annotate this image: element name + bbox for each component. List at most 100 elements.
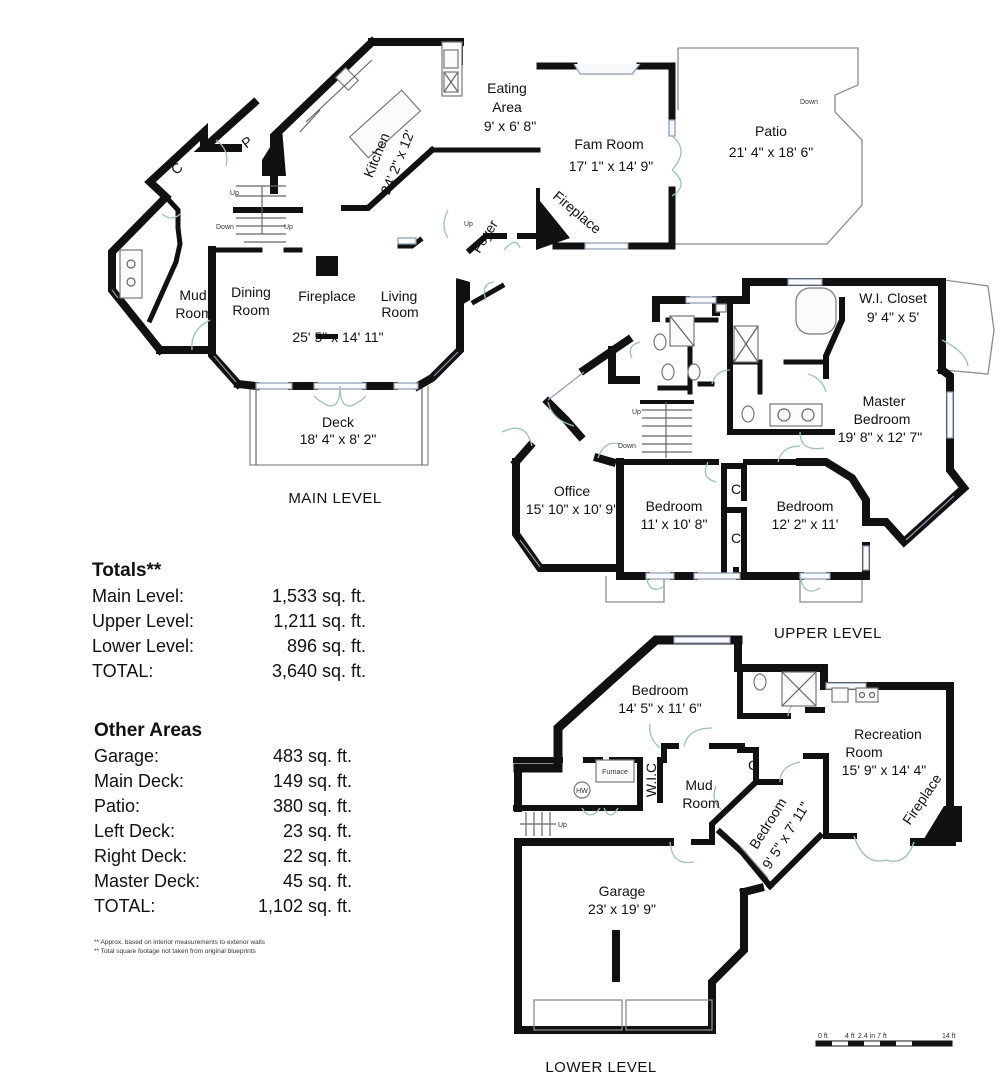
bedroom-2-label: Bedroom xyxy=(777,498,834,514)
scale-tick-3: 14 ft xyxy=(942,1033,956,1040)
other-areas-value: 22 sq. ft. xyxy=(282,846,352,866)
wic-label: W.I.C xyxy=(643,763,659,797)
lower-level-title: LOWER LEVEL xyxy=(545,1059,656,1076)
lower-mud-room-label: Mud xyxy=(685,777,712,793)
furnace-label: Furnace xyxy=(602,769,628,776)
great-room-size: 25' 5" x 14' 11" xyxy=(292,329,383,345)
totals-label: TOTAL: xyxy=(92,661,154,681)
other-areas-label: Patio: xyxy=(94,796,141,816)
totals-value: 896 sq. ft. xyxy=(286,636,366,656)
other-areas-value: 380 sq. ft. xyxy=(272,796,352,816)
foyer-up-label: Up xyxy=(464,221,473,228)
totals-row: Main Level: 1,533 sq. ft. xyxy=(92,586,366,611)
wi-closet-label: W.I. Closet xyxy=(859,290,927,306)
patio-label: Patio xyxy=(755,123,787,139)
totals-table: Totals** Main Level: 1,533 sq. ft. Upper L… xyxy=(92,560,366,686)
other-areas-label: Main Deck: xyxy=(94,771,185,791)
other-areas-heading: Other Areas xyxy=(94,720,203,741)
footnote-2: ** Total square footage not taken from o… xyxy=(94,948,256,955)
other-areas-label: Garage: xyxy=(94,746,160,766)
totals-heading: Totals** xyxy=(92,560,162,581)
upper-stairs xyxy=(642,402,692,458)
recreation-room-size: 15' 9" x 14' 4" xyxy=(842,762,927,778)
totals-row: Lower Level: 896 sq. ft. xyxy=(92,636,366,661)
entry-post xyxy=(456,278,470,306)
bedroom-1-label: Bedroom xyxy=(646,498,703,514)
fam-room-size: 17' 1" x 14' 9" xyxy=(569,158,654,174)
lower-fireplace-block xyxy=(922,806,962,842)
other-areas-value: 23 sq. ft. xyxy=(282,821,352,841)
garage-size: 23' x 19' 9" xyxy=(588,901,656,917)
upper-level-title: UPPER LEVEL xyxy=(774,625,882,642)
master-bedroom-label: Master xyxy=(863,393,906,409)
master-bedroom-label-2: Bedroom xyxy=(854,411,911,427)
office-label: Office xyxy=(554,483,591,499)
main-level-title: MAIN LEVEL xyxy=(288,490,381,507)
dining-room-label: Dining xyxy=(231,284,271,300)
main-fireplace xyxy=(316,256,338,276)
stair-up-label: Up xyxy=(230,190,239,197)
patio-outline xyxy=(672,47,863,245)
other-areas-row: Main Deck:149 sq. ft. xyxy=(94,771,352,796)
other-areas-row: TOTAL: 1,102 sq. ft. xyxy=(94,896,352,921)
scale-tick-0: 0 ft xyxy=(818,1033,828,1040)
other-areas-row: Master Deck: 45 sq. ft. xyxy=(94,871,352,896)
totals-value: 1,211 sq. ft. xyxy=(273,611,366,631)
totals-label: Lower Level: xyxy=(92,636,195,656)
deck-outline xyxy=(249,386,429,466)
other-areas-label: Master Deck: xyxy=(94,871,201,891)
deck-label: Deck xyxy=(322,414,355,430)
patio-size: 21' 4" x 18' 6" xyxy=(729,144,814,160)
kitchen-fixtures xyxy=(119,41,463,299)
mud-room-label-2: Room xyxy=(175,305,212,321)
bedroom-2-size: 12' 2" x 11' xyxy=(772,516,839,532)
lower-bedroom-label: Bedroom xyxy=(632,682,689,698)
other-areas-row: Patio: 380 sq. ft. xyxy=(94,796,352,821)
other-areas-label: Right Deck: xyxy=(94,846,188,866)
eating-area-label: Eating xyxy=(487,80,527,96)
other-areas-value: 1,102 sq. ft. xyxy=(257,896,352,916)
main-level-plan: Eating Area 9' x 6' 8" Fam Room 17' 1" x… xyxy=(108,36,863,507)
main-stairs xyxy=(236,185,286,243)
scale-tick-2: 2.4 in 7 ft xyxy=(858,1033,887,1040)
upper-exterior-wall xyxy=(742,278,946,374)
other-areas-table: Other Areas Garage:483 sq. ft.Main Deck:… xyxy=(94,720,352,921)
other-areas-row: Garage:483 sq. ft. xyxy=(94,746,352,771)
master-bedroom-size: 19' 8" x 12' 7" xyxy=(838,429,923,445)
upper-closet-2-label: C xyxy=(731,530,741,546)
stair-down-label: Down xyxy=(216,224,234,231)
lower-fixtures xyxy=(573,671,879,799)
deck-size: 18' 4" x 8' 2" xyxy=(300,431,377,447)
totals-label: Upper Level: xyxy=(92,611,195,631)
other-areas-value: 45 sq. ft. xyxy=(282,871,352,891)
office-size: 15' 10" x 10' 9" xyxy=(526,501,618,517)
totals-value: 3,640 sq. ft. xyxy=(271,661,366,681)
totals-row: Upper Level: 1,211 sq. ft. xyxy=(92,611,366,636)
stair-up-label-2: Up xyxy=(284,224,293,231)
patio-down-label: Down xyxy=(800,99,818,106)
eating-area-label-2: Area xyxy=(492,99,522,115)
mud-room-label: Mud xyxy=(179,287,206,303)
fam-room-label: Fam Room xyxy=(574,136,643,152)
lower-mud-room-label-2: Room xyxy=(682,795,719,811)
dining-room-label-2: Room xyxy=(232,302,269,318)
other-areas-row: Right Deck: 22 sq. ft. xyxy=(94,846,352,871)
upper-bath-fixtures xyxy=(653,287,837,427)
totals-label: Main Level: xyxy=(92,586,185,606)
upper-stair-down-label: Down xyxy=(618,443,636,450)
footnote-1: ** Approx. based on interior measurement… xyxy=(94,939,265,946)
other-areas-label: TOTAL: xyxy=(94,896,156,916)
other-areas-row: Left Deck:23 sq. ft. xyxy=(94,821,352,846)
scale-bar: 0 ft 4 ft 2.4 in 7 ft 14 ft xyxy=(815,1033,956,1047)
totals-row: TOTAL: 3,640 sq. ft. xyxy=(92,661,366,686)
lower-stairs xyxy=(520,812,556,836)
bedroom-1-size: 11' x 10' 8" xyxy=(641,516,708,532)
wi-closet-size: 9' 4" x 5' xyxy=(867,309,919,325)
living-room-label: Living xyxy=(381,288,418,304)
totals-value: 1,533 sq. ft. xyxy=(271,586,366,606)
upper-level-plan: W.I. Closet 9' 4" x 5' Master Bedroom 19… xyxy=(501,278,995,642)
eating-area-size: 9' x 6' 8" xyxy=(484,118,536,134)
living-room-label-2: Room xyxy=(381,304,418,320)
lower-stair-up-label: Up xyxy=(558,822,567,829)
